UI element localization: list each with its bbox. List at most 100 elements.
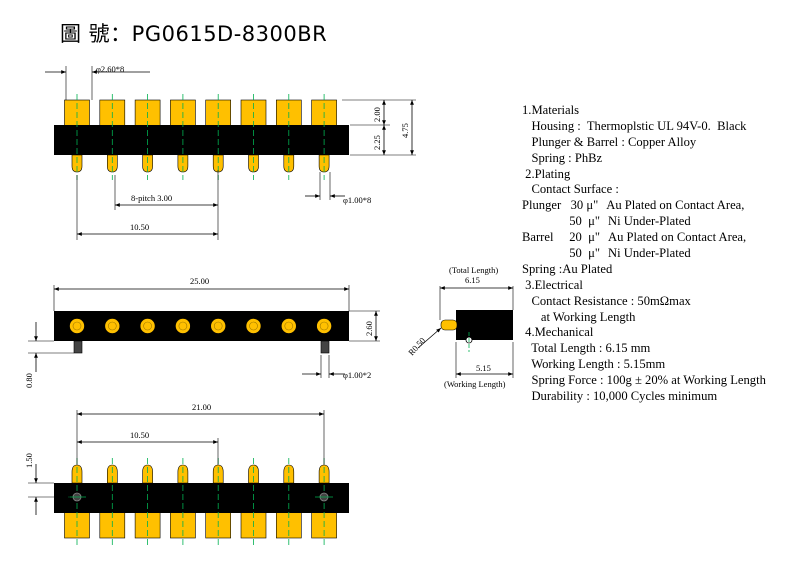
- pin-head: [139, 318, 156, 334]
- dim-tip-radius: R0.50: [406, 335, 427, 357]
- pin-head: [316, 318, 332, 334]
- side-view-plunger: [440, 319, 458, 331]
- spec-line-text: Spring : PhBz: [522, 150, 603, 165]
- spec-line-text: Spring :Au Plated: [522, 261, 613, 276]
- pin-head: [69, 318, 85, 334]
- dim-bottom-offset: 1.50: [24, 453, 34, 468]
- spec-line: Spring Force : 100g ± 20% at Working Len…: [522, 373, 797, 389]
- dim-tail-height: 2.00: [372, 107, 382, 122]
- pin-head: [210, 318, 226, 334]
- front-view-peg-right: [320, 340, 330, 354]
- pin-head-inner: [249, 321, 258, 331]
- spec-line-text: Durability : 10,000 Cycles minimum: [522, 389, 718, 404]
- side-view-housing: [456, 310, 513, 340]
- spec-line: Barrel 20 μ" Au Plated on Contact Area,: [522, 230, 797, 246]
- specification-block: 1.Materials Housing : Thermoplstic UL 94…: [522, 103, 797, 405]
- spec-line-text: Contact Resistance : 50mΩmax: [522, 293, 691, 308]
- spec-line-text: at Working Length: [522, 309, 636, 324]
- bottom-view-housing: [54, 483, 349, 513]
- dim-pin-diameter: φ2.60*8: [96, 64, 124, 74]
- dim-peg-diameter: φ1.00*2: [343, 370, 371, 380]
- spec-line: Contact Surface :: [522, 182, 797, 198]
- spec-line-text: 50 μ": [522, 246, 601, 261]
- spec-line: Housing : Thermoplstic UL 94V-0. Black: [522, 119, 797, 135]
- pin-head-inner: [213, 321, 223, 331]
- spec-line-text: 50 μ": [522, 214, 601, 229]
- bottom-view-tips: [71, 464, 330, 484]
- spec-line: Total Length : 6.15 mm: [522, 341, 797, 357]
- drawing-number-title: 圖 號：PG0615D-8300BR: [60, 22, 328, 46]
- bottom-view-tails: [64, 511, 337, 539]
- side-view: (Total Length) 6.15 R0.50 5.15 (Working …: [406, 265, 514, 389]
- bottom-view-centerlines: [76, 458, 325, 546]
- spec-line-text: Housing : Thermoplstic UL 94V-0. Black: [522, 118, 747, 133]
- spec-line: 50 μ" Ni Under-Plated: [522, 246, 797, 262]
- spec-line: at Working Length: [522, 310, 797, 326]
- dim-total-length-label: (Total Length): [449, 265, 498, 275]
- dim-front-height: 2.60: [364, 321, 374, 336]
- dim-total-height: 4.75: [400, 123, 410, 138]
- spec-line-text: 3.Electrical: [522, 277, 583, 292]
- spec-line: Durability : 10,000 Cycles minimum: [522, 389, 797, 405]
- dim-span: 10.50: [130, 222, 149, 232]
- pin-head: [280, 318, 297, 334]
- spec-line: 2.Plating: [522, 167, 797, 183]
- pin-tip: [248, 464, 259, 484]
- spec-line: Plunger 30 μ" Au Plated on Contact Area,: [522, 198, 797, 214]
- spec-line: Plunger & Barrel : Copper Alloy: [522, 135, 797, 151]
- spec-line-detail: Au Plated on Contact Area,: [608, 230, 747, 245]
- top-view-tips: [71, 154, 330, 173]
- spec-line-text: Total Length : 6.15 mm: [522, 341, 651, 356]
- dim-tip-diameter: φ1.00*8: [343, 195, 371, 205]
- pin-head: [104, 318, 121, 334]
- spec-line: Contact Resistance : 50mΩmax: [522, 294, 797, 310]
- dim-pitch: 8-pitch 3.00: [131, 193, 172, 203]
- spec-line-text: Barrel 20 μ": [522, 230, 600, 245]
- front-view-peg-left: [73, 340, 83, 354]
- spec-line-text: Spring Force : 100g ± 20% at Working Len…: [522, 373, 766, 388]
- pin-head-inner: [178, 321, 188, 331]
- pin-head-inner: [143, 321, 152, 331]
- spec-line-text: Contact Surface :: [522, 182, 619, 197]
- pin-head-inner: [284, 321, 294, 331]
- spec-line: 1.Materials: [522, 103, 797, 119]
- pin-head-inner: [108, 321, 117, 331]
- spec-line: Spring : PhBz: [522, 151, 797, 167]
- front-view-housing: [54, 311, 349, 341]
- spec-line-text: Working Length : 5.15mm: [522, 357, 666, 372]
- pin-tip: [283, 464, 295, 484]
- dim-working-length-label: (Working Length): [444, 379, 506, 389]
- dim-front-length: 25.00: [190, 276, 209, 286]
- top-view-tails: [64, 99, 337, 127]
- spec-line: 50 μ" Ni Under-Plated: [522, 214, 797, 230]
- spec-line-detail: Au Plated on Contact Area,: [606, 198, 745, 213]
- spec-line-detail: Ni Under-Plated: [608, 246, 691, 261]
- spec-line-detail: Ni Under-Plated: [608, 214, 691, 229]
- pin-tip: [142, 464, 153, 484]
- pin-head-inner: [72, 321, 82, 331]
- top-view-housing: [54, 125, 349, 155]
- spec-line: 4.Mechanical: [522, 325, 797, 341]
- dim-bottom-span-a: 21.00: [192, 402, 211, 412]
- front-view-pin-heads: [69, 318, 332, 334]
- top-view-centerlines: [76, 94, 325, 180]
- pin-head: [175, 318, 191, 334]
- spec-line: Working Length : 5.15mm: [522, 357, 797, 373]
- front-view: 25.00 2.60 0.80 φ1.00*2: [24, 276, 380, 388]
- spec-line-text: Plunger & Barrel : Copper Alloy: [522, 134, 697, 149]
- pin-head: [245, 318, 262, 334]
- spec-line-text: 2.Plating: [522, 166, 571, 181]
- dim-bottom-span-b: 10.50: [130, 430, 149, 440]
- spec-line-text: 4.Mechanical: [522, 325, 594, 340]
- pin-tip: [177, 464, 189, 484]
- dim-working-length: 5.15: [476, 363, 491, 373]
- dim-peg-offset: 0.80: [24, 373, 34, 388]
- spec-line-text: Plunger 30 μ": [522, 198, 599, 213]
- dim-body-height: 2.25: [372, 135, 382, 150]
- pin-head-inner: [319, 321, 329, 331]
- spec-line: 3.Electrical: [522, 278, 797, 294]
- top-view: φ2.60*8 2.00 2.25 4.75 8-pitch 3.00 10.5…: [45, 64, 416, 240]
- dim-side-total-length: 6.15: [465, 275, 480, 285]
- spec-line-text: 1.Materials: [522, 103, 580, 117]
